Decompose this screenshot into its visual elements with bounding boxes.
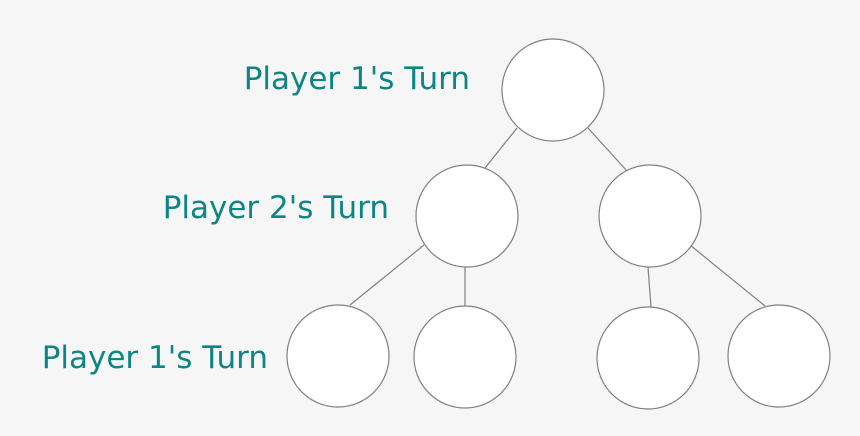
edge-right-to-leaf3: [647, 266, 652, 308]
tree-node-leaf-4: [727, 304, 831, 408]
edge-root-to-right: [587, 127, 628, 172]
edge-root-to-left: [484, 127, 518, 169]
edge-right-to-leaf4: [689, 244, 766, 307]
tree-node-root: [501, 38, 605, 142]
level-label-2: Player 2's Turn: [163, 190, 389, 226]
tree-node-leaf-3: [596, 306, 700, 410]
level-label-3: Player 1's Turn: [42, 340, 268, 376]
tree-node-leaf-1: [286, 304, 390, 408]
tree-node-level2-left: [415, 164, 519, 268]
level-label-1: Player 1's Turn: [244, 61, 470, 97]
tree-node-leaf-2: [413, 305, 517, 409]
edge-left-to-leaf1: [349, 244, 425, 306]
tree-node-level2-right: [598, 164, 702, 268]
